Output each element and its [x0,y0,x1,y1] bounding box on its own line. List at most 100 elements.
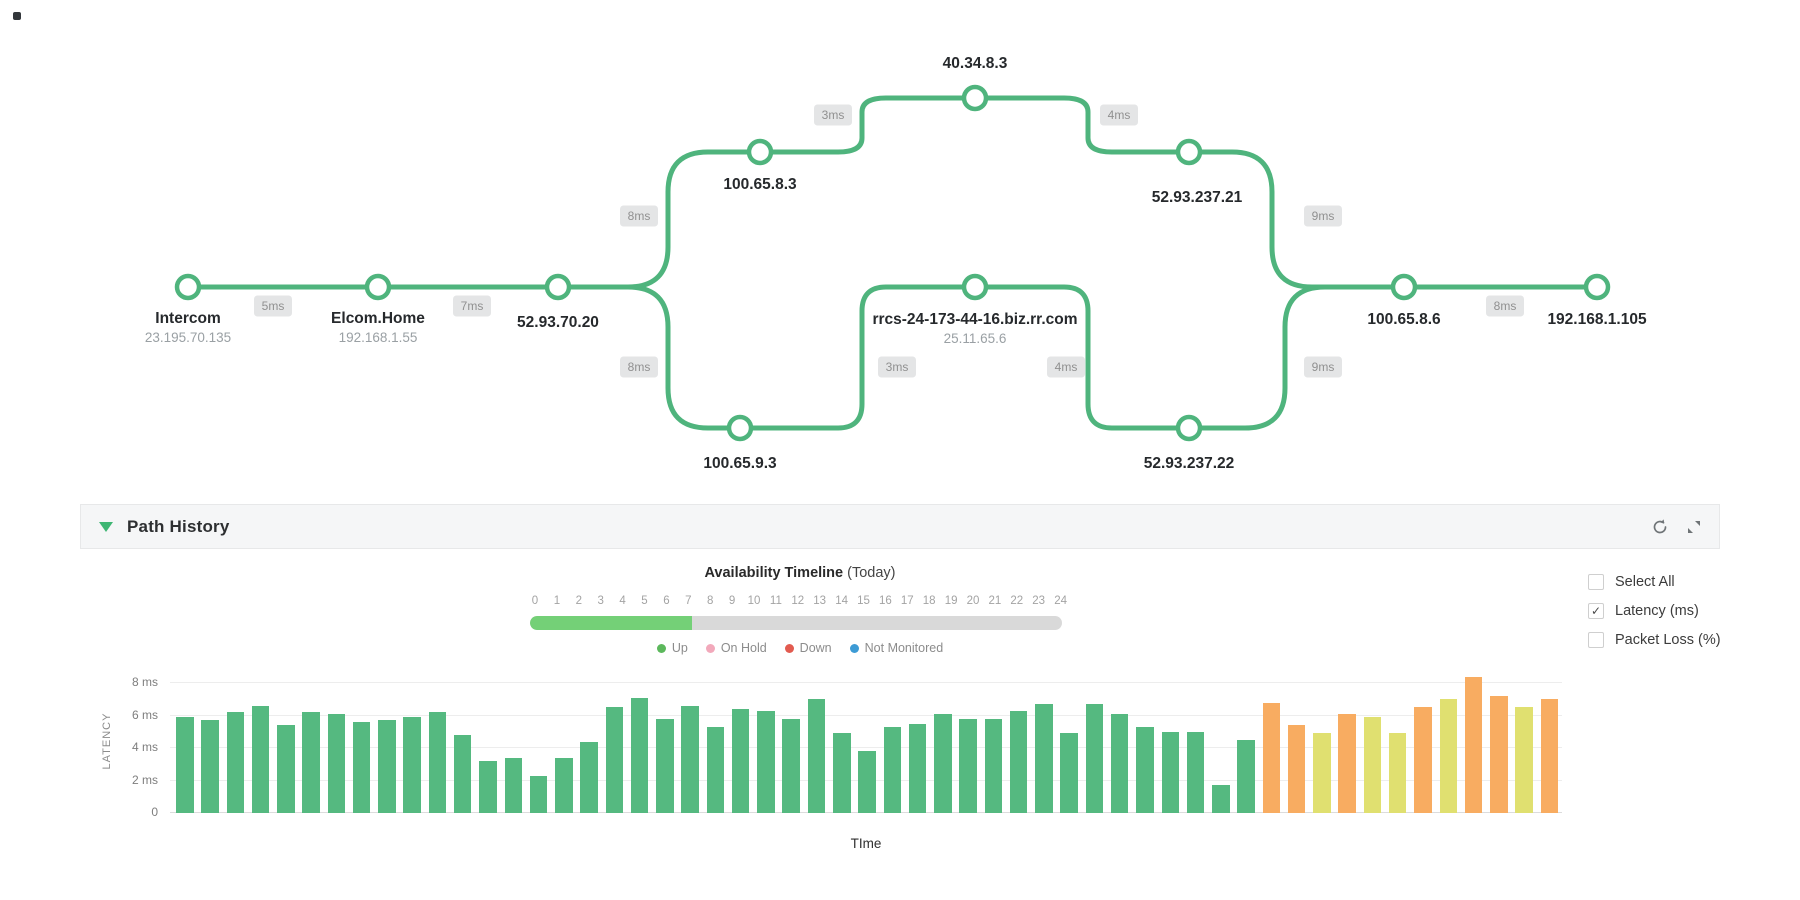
latency-bar[interactable] [1212,785,1230,813]
y-axis-tick-label: 4 ms [131,740,158,754]
latency-bar[interactable] [504,757,522,813]
hop-circle[interactable] [726,414,754,442]
hop-circle[interactable] [1175,414,1203,442]
path-node[interactable]: 52.93.70.20 [517,273,599,331]
availability-title-text: Availability Timeline [704,565,844,581]
latency-bar[interactable] [1338,713,1356,813]
refresh-icon[interactable] [1651,518,1669,536]
latency-bar[interactable] [428,712,447,813]
latency-bar[interactable] [1439,699,1457,813]
latency-bar[interactable] [1464,676,1483,813]
latency-bar[interactable] [1262,702,1281,813]
latency-bar[interactable] [959,718,977,813]
latency-bar[interactable] [555,757,573,813]
checkbox-row[interactable]: Packet Loss (%) [1588,632,1721,648]
latency-bar[interactable] [453,735,472,813]
hour-tick: 9 [728,595,736,607]
latency-bar[interactable] [1490,696,1508,813]
latency-bar[interactable] [1287,725,1306,813]
path-node[interactable]: 100.65.9.3 [703,414,777,472]
latency-bar[interactable] [1161,731,1180,813]
latency-bar[interactable] [706,726,725,813]
latency-bar[interactable] [605,707,624,813]
latency-badge: 5ms [254,295,292,317]
latency-bar[interactable] [782,718,800,813]
latency-bar[interactable] [858,751,876,813]
latency-bar[interactable] [757,710,775,813]
latency-bar[interactable] [1414,707,1432,813]
latency-bar[interactable] [934,713,952,813]
latency-bar[interactable] [731,709,750,813]
latency-bar[interactable] [1009,710,1028,813]
latency-bar[interactable] [1110,713,1129,813]
latency-bar[interactable] [378,720,396,813]
latency-bar[interactable] [277,725,295,813]
latency-bar[interactable] [176,717,194,813]
collapse-triangle-icon[interactable] [99,521,113,532]
availability-bar[interactable] [530,616,1062,630]
latency-bar[interactable] [984,718,1003,813]
path-node[interactable]: 100.65.8.3 [723,138,797,193]
checkbox-checked[interactable]: ✓ [1588,603,1604,619]
checkbox-row[interactable]: ✓Latency (ms) [1588,603,1721,619]
latency-bar[interactable] [1540,699,1559,813]
hop-circle[interactable] [1583,273,1611,301]
hop-circle[interactable] [746,138,774,166]
expand-icon[interactable] [1687,520,1701,534]
latency-bar[interactable] [302,712,320,813]
hour-tick: 12 [791,595,805,607]
latency-bar[interactable] [656,718,674,813]
hop-circle[interactable] [544,273,572,301]
latency-bar[interactable] [1237,739,1255,813]
hop-name: 52.93.70.20 [517,314,599,331]
latency-bar[interactable] [529,775,548,813]
latency-bar[interactable] [201,720,219,813]
latency-bar[interactable] [833,733,851,813]
latency-bar[interactable] [352,722,371,813]
latency-bar[interactable] [1363,717,1382,813]
path-node[interactable]: 100.65.8.6 [1367,273,1441,328]
hop-circle[interactable] [961,273,989,301]
hop-circle[interactable] [1175,138,1203,166]
checkbox-unchecked[interactable] [1588,632,1604,648]
latency-bar[interactable] [1186,731,1205,813]
hop-circle[interactable] [1390,273,1418,301]
latency-bar[interactable] [1035,704,1053,813]
path-node[interactable]: 52.93.237.21 [1152,138,1243,206]
latency-bar[interactable] [681,705,699,813]
hop-circle[interactable] [364,273,392,301]
latency-bar[interactable] [630,697,649,813]
latency-bar[interactable] [327,713,346,813]
latency-bar[interactable] [1136,726,1154,813]
checkbox-row[interactable]: Select All [1588,574,1721,590]
latency-bar[interactable] [883,726,902,813]
latency-bar[interactable] [807,699,826,813]
latency-bar[interactable] [226,712,245,813]
hour-tick: 17 [900,595,914,607]
path-node[interactable]: 40.34.8.3 [943,55,1008,112]
latency-bar[interactable] [1060,733,1078,813]
latency-badge: 9ms [1304,205,1342,227]
latency-bar[interactable] [1388,733,1407,813]
latency-bar[interactable] [580,741,598,813]
hop-name: 52.93.237.22 [1144,455,1235,472]
path-node[interactable]: 52.93.237.22 [1144,414,1235,472]
svg-text:5ms: 5ms [262,299,285,313]
latency-bar[interactable] [1515,707,1533,813]
latency-bar[interactable] [403,717,421,813]
path-node[interactable]: 192.168.1.105 [1547,273,1647,328]
latency-bar[interactable] [479,761,497,813]
hop-name: rrcs-24-173-44-16.biz.rr.com [872,311,1077,328]
legend-item: On Hold [705,641,767,655]
latency-bar[interactable] [1085,704,1104,813]
chart-gridline [170,682,1562,683]
hop-circle[interactable] [961,84,989,112]
latency-bar[interactable] [1313,733,1331,813]
latency-bar[interactable] [908,723,927,813]
hop-circle[interactable] [174,273,202,301]
latency-bar[interactable] [251,705,270,813]
checkbox-unchecked[interactable] [1588,574,1604,590]
